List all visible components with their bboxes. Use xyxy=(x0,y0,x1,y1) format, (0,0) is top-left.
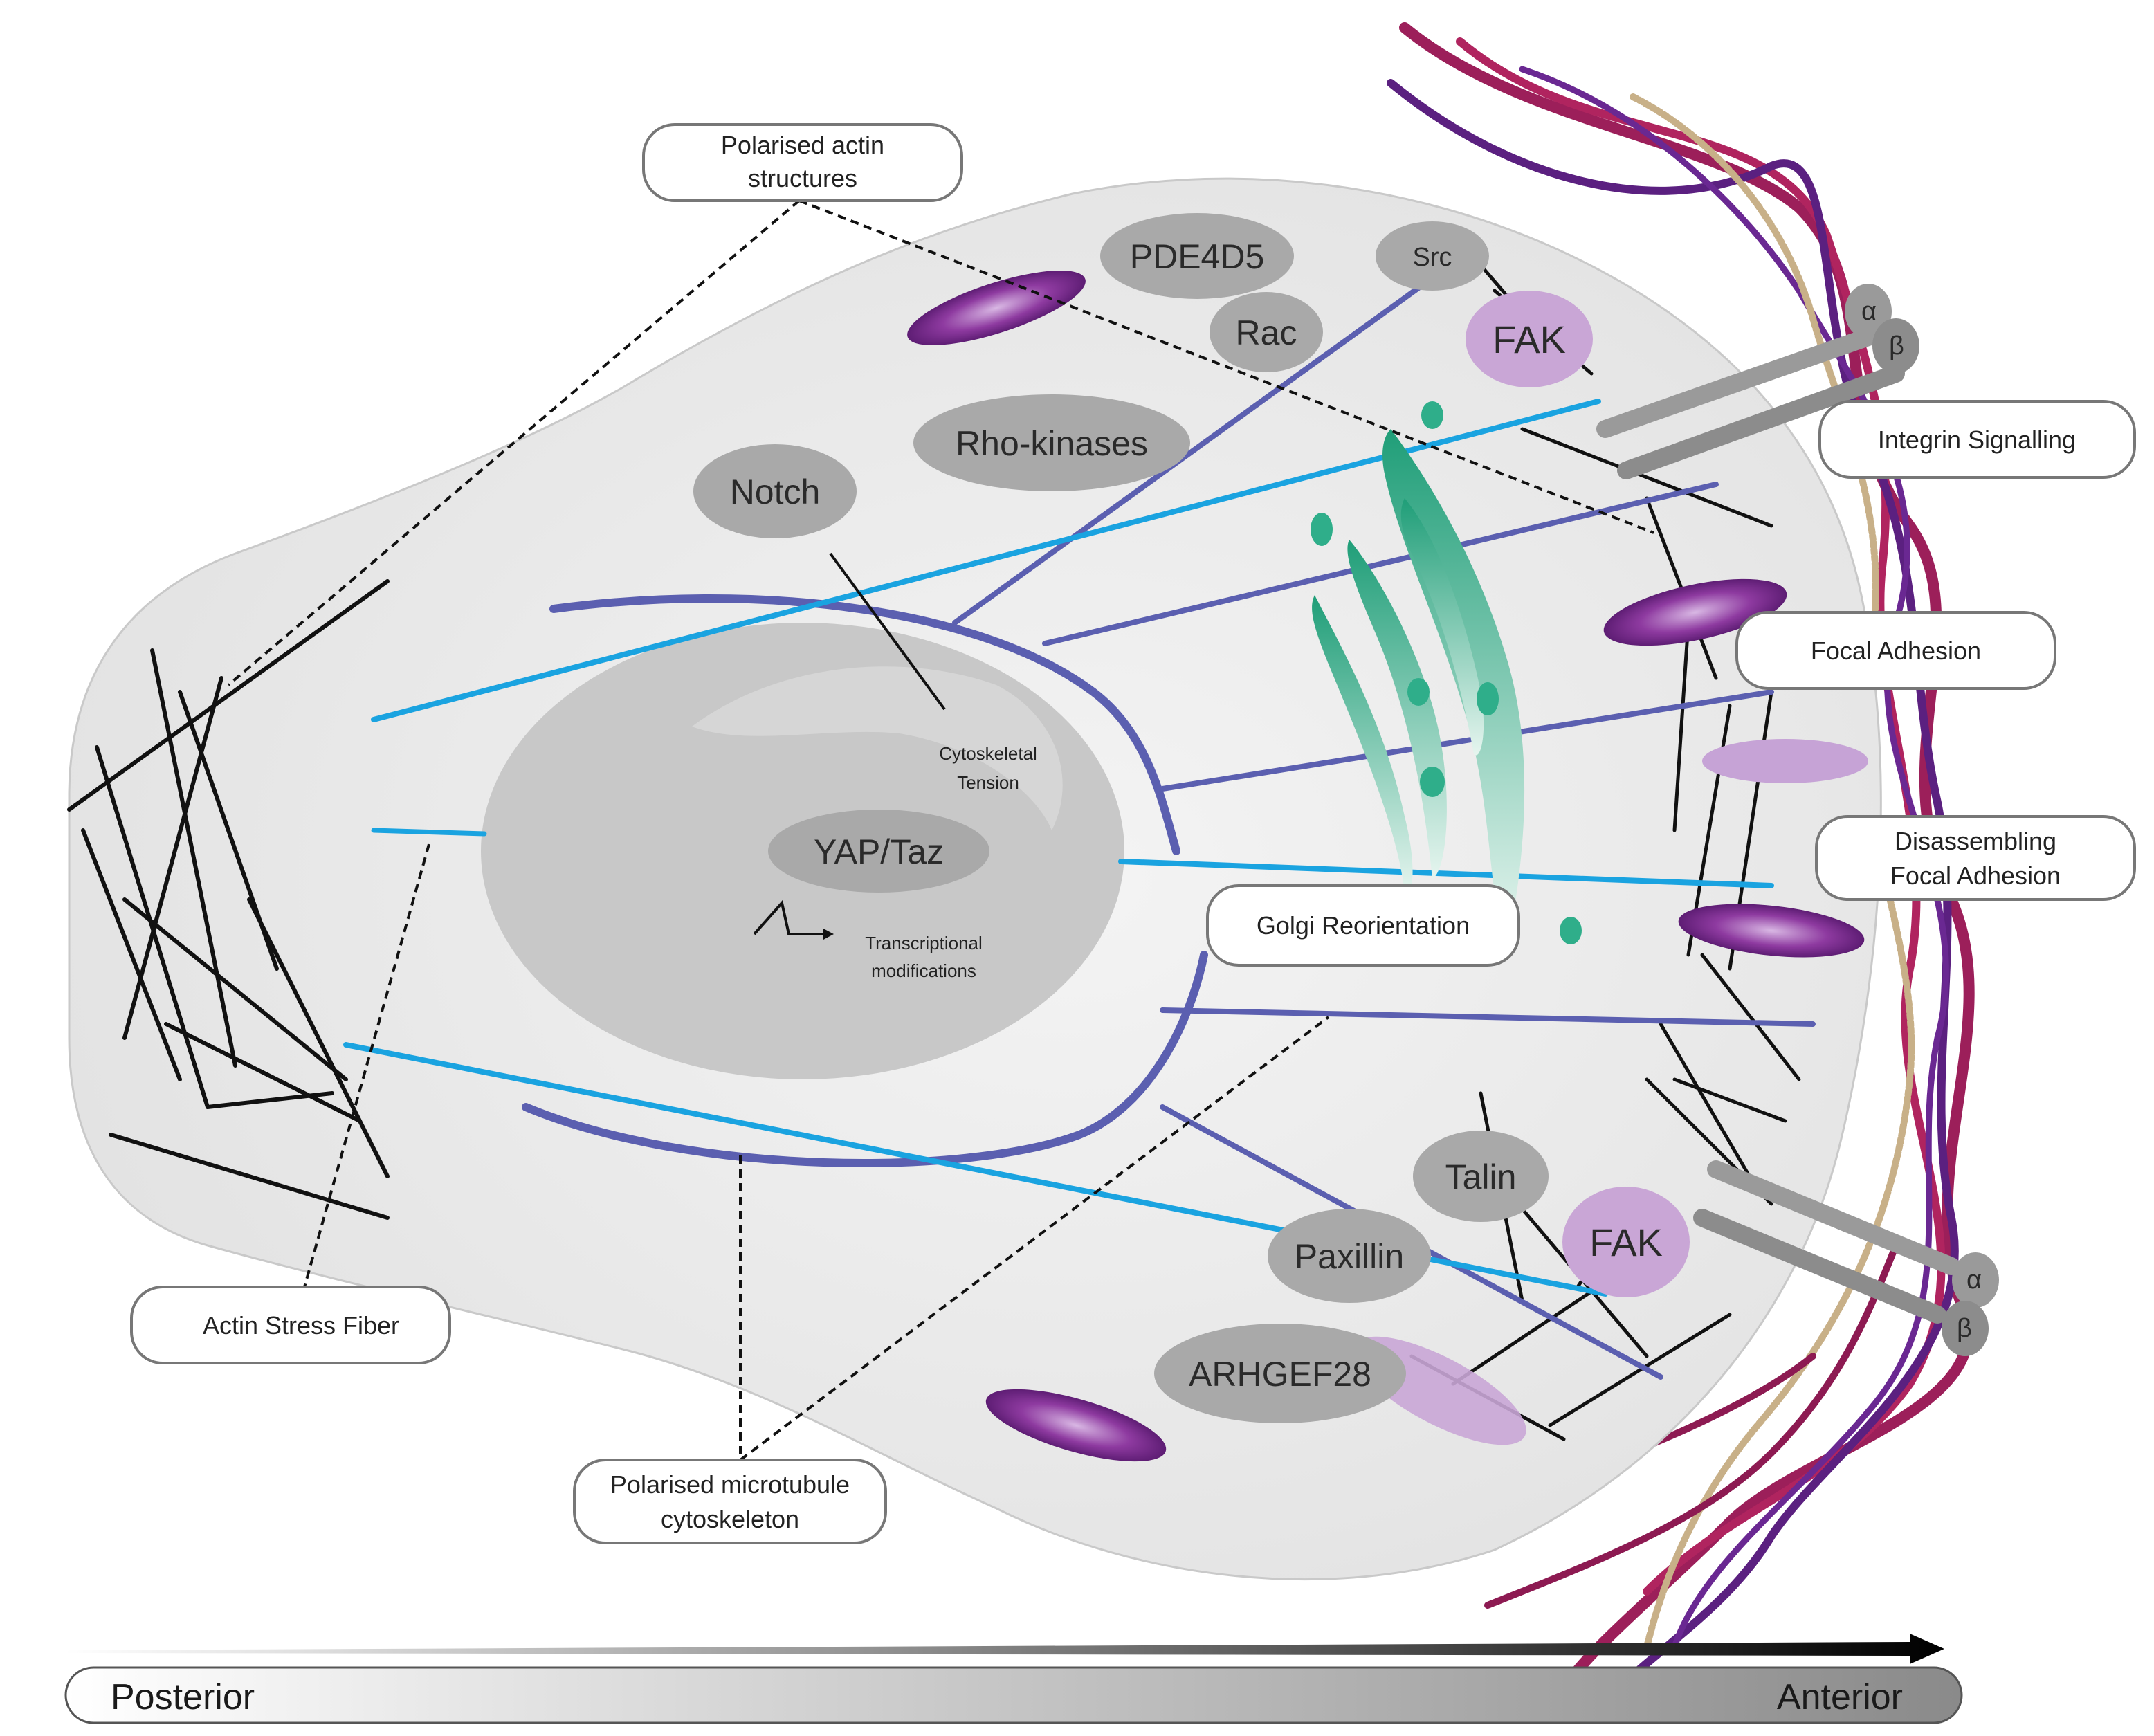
molecules: PDE4D5 Src Rac FAK Rho-kinases Notch YAP… xyxy=(693,213,1690,1423)
callout-disassembling-fa: Disassembling Focal Adhesion xyxy=(1815,815,2136,901)
axis-arrow xyxy=(66,1634,1944,1664)
ecm-fibre-purple-1 xyxy=(1387,79,1959,1692)
axis-gradient-bar xyxy=(64,1666,1963,1724)
transcription-arrow-icon xyxy=(753,899,830,935)
paxillin-label: Paxillin xyxy=(1295,1237,1404,1276)
integrin-alpha-bottom: α xyxy=(1966,1266,1982,1295)
tension-pointer-line xyxy=(829,552,946,711)
callout-polarised-microtubule: Polarised microtubule cytoskeleton xyxy=(573,1459,887,1544)
transcriptional-line2: modifications xyxy=(871,960,976,981)
callout-golgi-reorientation: Golgi Reorientation xyxy=(1206,884,1520,967)
integrin-signalling-label: Integrin Signalling xyxy=(1878,426,2076,454)
talin-label: Talin xyxy=(1445,1158,1517,1196)
fak-bottom-label: FAK xyxy=(1589,1221,1663,1264)
callout-integrin-signalling: Integrin Signalling xyxy=(1818,400,2136,479)
polarised-actin-line1: Polarised actin xyxy=(721,131,884,159)
microtubule-nuclear-cage xyxy=(549,594,1180,855)
anterior-label: Anterior xyxy=(1777,1677,1903,1717)
rac-label: Rac xyxy=(1236,313,1297,352)
actin-stress-fiber-label: Actin Stress Fiber xyxy=(203,1311,399,1340)
rho-kinases-label: Rho-kinases xyxy=(956,424,1148,463)
integrin-beta-top: β xyxy=(1889,331,1904,360)
integrin-top: α β xyxy=(1596,284,1919,479)
callout-focal-adhesion: Focal Adhesion xyxy=(1735,611,2056,690)
golgi-cisterna-4 xyxy=(1400,498,1484,756)
notch-label: Notch xyxy=(730,473,821,511)
yap-taz-label: YAP/Taz xyxy=(814,832,944,871)
disassembling-line1: Disassembling xyxy=(1895,827,2056,855)
arhgef28-label: ARHGEF28 xyxy=(1189,1355,1371,1394)
integrin-bottom: α β xyxy=(1693,1160,1999,1356)
golgi-cisterna-1 xyxy=(1312,595,1413,894)
integrin-alpha-top: α xyxy=(1861,297,1877,326)
purple-vesicles xyxy=(907,271,1868,1462)
nucleus-texture xyxy=(692,666,1063,830)
polarised-actin-line2: structures xyxy=(748,164,857,192)
golgi-reorientation-label: Golgi Reorientation xyxy=(1257,911,1470,940)
callout-actin-stress-fiber: Actin Stress Fiber xyxy=(130,1286,451,1364)
polarised-microtubule-line1: Polarised microtubule xyxy=(610,1470,850,1499)
callout-leader-lines xyxy=(227,199,1654,1461)
golgi-apparatus xyxy=(1312,429,1525,941)
disassembling-line2: Focal Adhesion xyxy=(1890,861,2061,890)
callout-polarised-actin: Polarised actin structures xyxy=(642,123,963,202)
actin-stress-fibers xyxy=(67,579,390,1220)
transcriptional-line1: Transcriptional xyxy=(865,933,983,953)
golgi-cisterna-2 xyxy=(1347,540,1447,879)
focal-adhesion-label: Focal Adhesion xyxy=(1811,637,1981,665)
golgi-vesicles xyxy=(1311,401,1582,944)
polarity-axis: Posterior Anterior xyxy=(64,1634,1963,1724)
polarised-microtubule-line2: cytoskeleton xyxy=(661,1505,799,1533)
src-label: Src xyxy=(1413,243,1452,272)
cytoskeletal-tension-line2: Tension xyxy=(957,772,1019,793)
cytoskeletal-tension-line1: Cytoskeletal xyxy=(939,743,1037,764)
fak-top-label: FAK xyxy=(1493,318,1566,361)
posterior-label: Posterior xyxy=(111,1677,255,1717)
integrin-beta-bottom: β xyxy=(1957,1314,1972,1343)
pde4d5-label: PDE4D5 xyxy=(1130,237,1265,276)
